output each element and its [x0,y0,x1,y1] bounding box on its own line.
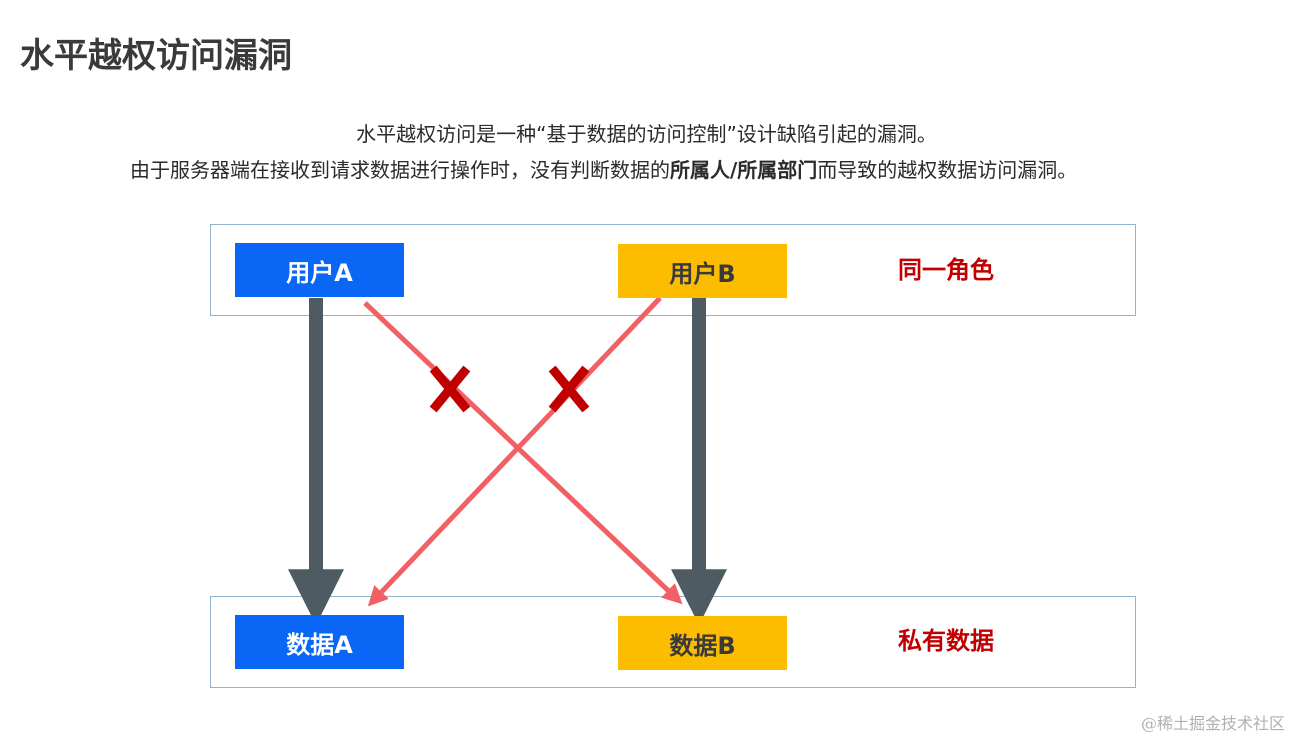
description-line-2-emphasis: 所属人/所属部门 [670,158,818,182]
data-a-box: 数据A [235,615,404,669]
description-line-1: 水平越权访问是一种“基于数据的访问控制”设计缺陷引起的漏洞。 [356,122,937,146]
same-role-label: 同一角色 [898,256,994,284]
description-line-2-prefix: 由于服务器端在接收到请求数据进行操作时，没有判断数据的 [130,158,670,182]
user-b-box: 用户B [618,244,787,298]
cross-icon [548,365,590,413]
data-b-box: 数据B [618,616,787,670]
page-title: 水平越权访问漏洞 [20,36,292,76]
cross-icon [429,365,471,413]
denied-arrow-a-to-b [363,301,683,605]
description-line-2-suffix: 而导致的越权数据访问漏洞。 [817,158,1078,182]
denied-arrow-b-to-a [367,296,662,607]
watermark: @稀土掘金技术社区 [1140,714,1285,733]
private-data-label: 私有数据 [898,627,994,655]
user-a-box: 用户A [235,243,404,297]
description-line-2: 由于服务器端在接收到请求数据进行操作时，没有判断数据的所属人/所属部门而导致的越… [130,154,1077,183]
